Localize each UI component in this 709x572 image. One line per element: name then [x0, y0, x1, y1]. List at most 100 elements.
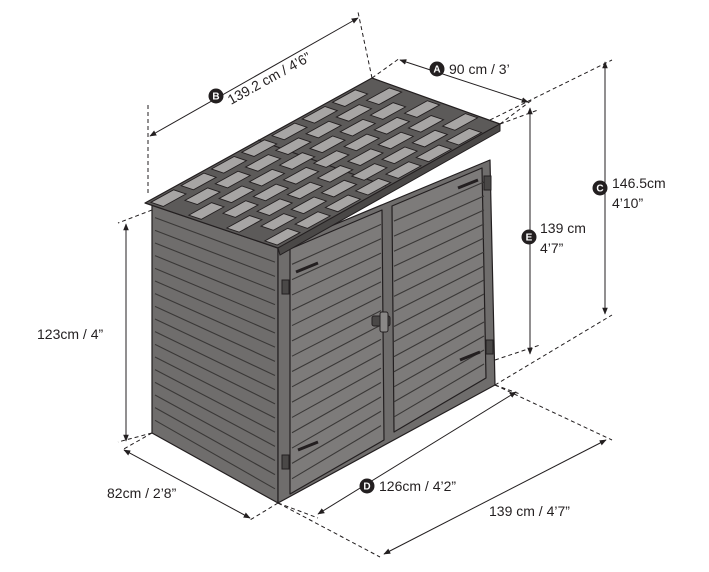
roof-tile: [225, 215, 264, 233]
dimension-e-text-2: 4’7”: [540, 240, 564, 256]
right-door-slats: [393, 181, 485, 418]
badge-e-icon: [521, 229, 537, 245]
slat-line: [393, 237, 485, 282]
left-height-label: 123cm / 4”: [37, 326, 103, 342]
roof-tile: [411, 129, 449, 148]
hinge-icon: [281, 454, 290, 470]
hinge-icon: [281, 279, 290, 295]
slat-line: [154, 331, 276, 391]
roof-tile: [221, 200, 260, 218]
slat-line: [393, 321, 485, 373]
dimension-c-label: C 146.5cm 4’10”: [592, 175, 666, 211]
dimension-a-label: A 90 cm / 3’: [429, 61, 510, 77]
slat-line: [154, 318, 276, 376]
badge-c-letter: C: [596, 184, 603, 195]
roof-tile: [259, 213, 298, 231]
slat-line: [291, 238, 382, 281]
slat-line: [393, 293, 485, 343]
roof-tile: [308, 135, 347, 154]
roof-tile: [256, 198, 294, 217]
badge-e-letter: E: [526, 233, 533, 244]
dimension-e-text-1: 139 cm: [540, 220, 586, 236]
badge-a-icon: [429, 61, 445, 77]
slat-line: [154, 343, 276, 405]
roof-tile: [210, 155, 248, 174]
slat-line: [393, 209, 485, 252]
roof-tile: [380, 146, 419, 165]
roof-tile: [290, 196, 328, 215]
slat-line: [154, 394, 276, 461]
roof-tile: [312, 150, 350, 168]
dimension-b-text: 139.2 cm / 4’6”: [225, 49, 314, 108]
slat-line: [154, 381, 276, 447]
roof-tile: [240, 139, 278, 157]
roof-tile: [286, 181, 324, 200]
dimension-e-label: E 139 cm 4’7”: [521, 220, 586, 256]
badge-b-icon: [208, 88, 224, 104]
roof-tile: [445, 127, 483, 146]
roof-tile: [244, 154, 282, 172]
door-bolt: [297, 440, 319, 452]
roof-tile: [214, 170, 252, 189]
slat-line: [291, 295, 382, 342]
roof-tile: [187, 202, 226, 220]
slat-line: [154, 293, 276, 348]
roof-tile: [320, 179, 358, 198]
base-width-label: 139 cm / 4’7”: [489, 503, 570, 519]
roof-tile: [373, 116, 411, 135]
slat-line: [291, 310, 382, 357]
roof-tile: [278, 152, 316, 170]
slat-line: [393, 335, 485, 388]
dimension-a-text: 90 cm / 3’: [449, 61, 510, 77]
hinge-icon: [483, 175, 492, 191]
roof-tile: [180, 172, 218, 191]
slat-line: [291, 281, 382, 327]
dimension-d-label: D 126cm / 4’2”: [359, 478, 456, 494]
slat-line: [291, 338, 382, 388]
slat-line: [393, 181, 485, 222]
slat-line: [154, 305, 276, 362]
side-wall-slats: [154, 217, 276, 490]
dim-line-base-width: [383, 439, 607, 555]
door-bolt: [459, 350, 481, 362]
slat-line: [291, 324, 382, 372]
roof-tile: [342, 133, 381, 152]
slat-line: [393, 265, 485, 312]
roof-tile: [294, 211, 332, 229]
slat-line: [393, 251, 485, 297]
roof-tile: [248, 168, 286, 187]
slat-line: [154, 217, 276, 263]
slat-line: [291, 252, 382, 296]
depth-text: 82cm / 2’8”: [107, 485, 177, 501]
roof-tile: [149, 189, 188, 207]
badge-a-letter: A: [433, 65, 440, 76]
badge-d-letter: D: [363, 482, 370, 493]
roof-tile: [263, 227, 302, 246]
dimension-c-text-2: 4’10”: [612, 195, 643, 211]
slat-line: [154, 255, 276, 306]
badge-b-letter: B: [212, 92, 219, 103]
dim-line-b: [149, 17, 359, 137]
slat-line: [291, 223, 382, 265]
roof-tile: [218, 185, 256, 204]
roof-tile: [403, 100, 441, 118]
roof-tile: [384, 161, 423, 179]
dimension-b-label: B 139.2 cm / 4’6”: [208, 49, 314, 108]
roof-tile: [377, 131, 415, 150]
door-bolt: [295, 261, 319, 274]
left-door-slats: [291, 223, 382, 480]
slat-line: [393, 279, 485, 328]
slat-line: [291, 353, 382, 403]
slat-line: [154, 356, 276, 419]
badge-c-icon: [592, 180, 608, 196]
depth-label: 82cm / 2’8”: [107, 485, 177, 501]
slat-line: [154, 267, 276, 320]
slat-line: [393, 307, 485, 358]
slat-line: [393, 195, 485, 237]
roof-tile: [282, 166, 320, 185]
roof-tile: [354, 177, 392, 196]
roof-tile: [324, 194, 362, 213]
dimension-c-text-1: 146.5cm: [612, 175, 666, 191]
roof-tiles: [149, 87, 483, 246]
roof-front-edge: [277, 123, 501, 256]
